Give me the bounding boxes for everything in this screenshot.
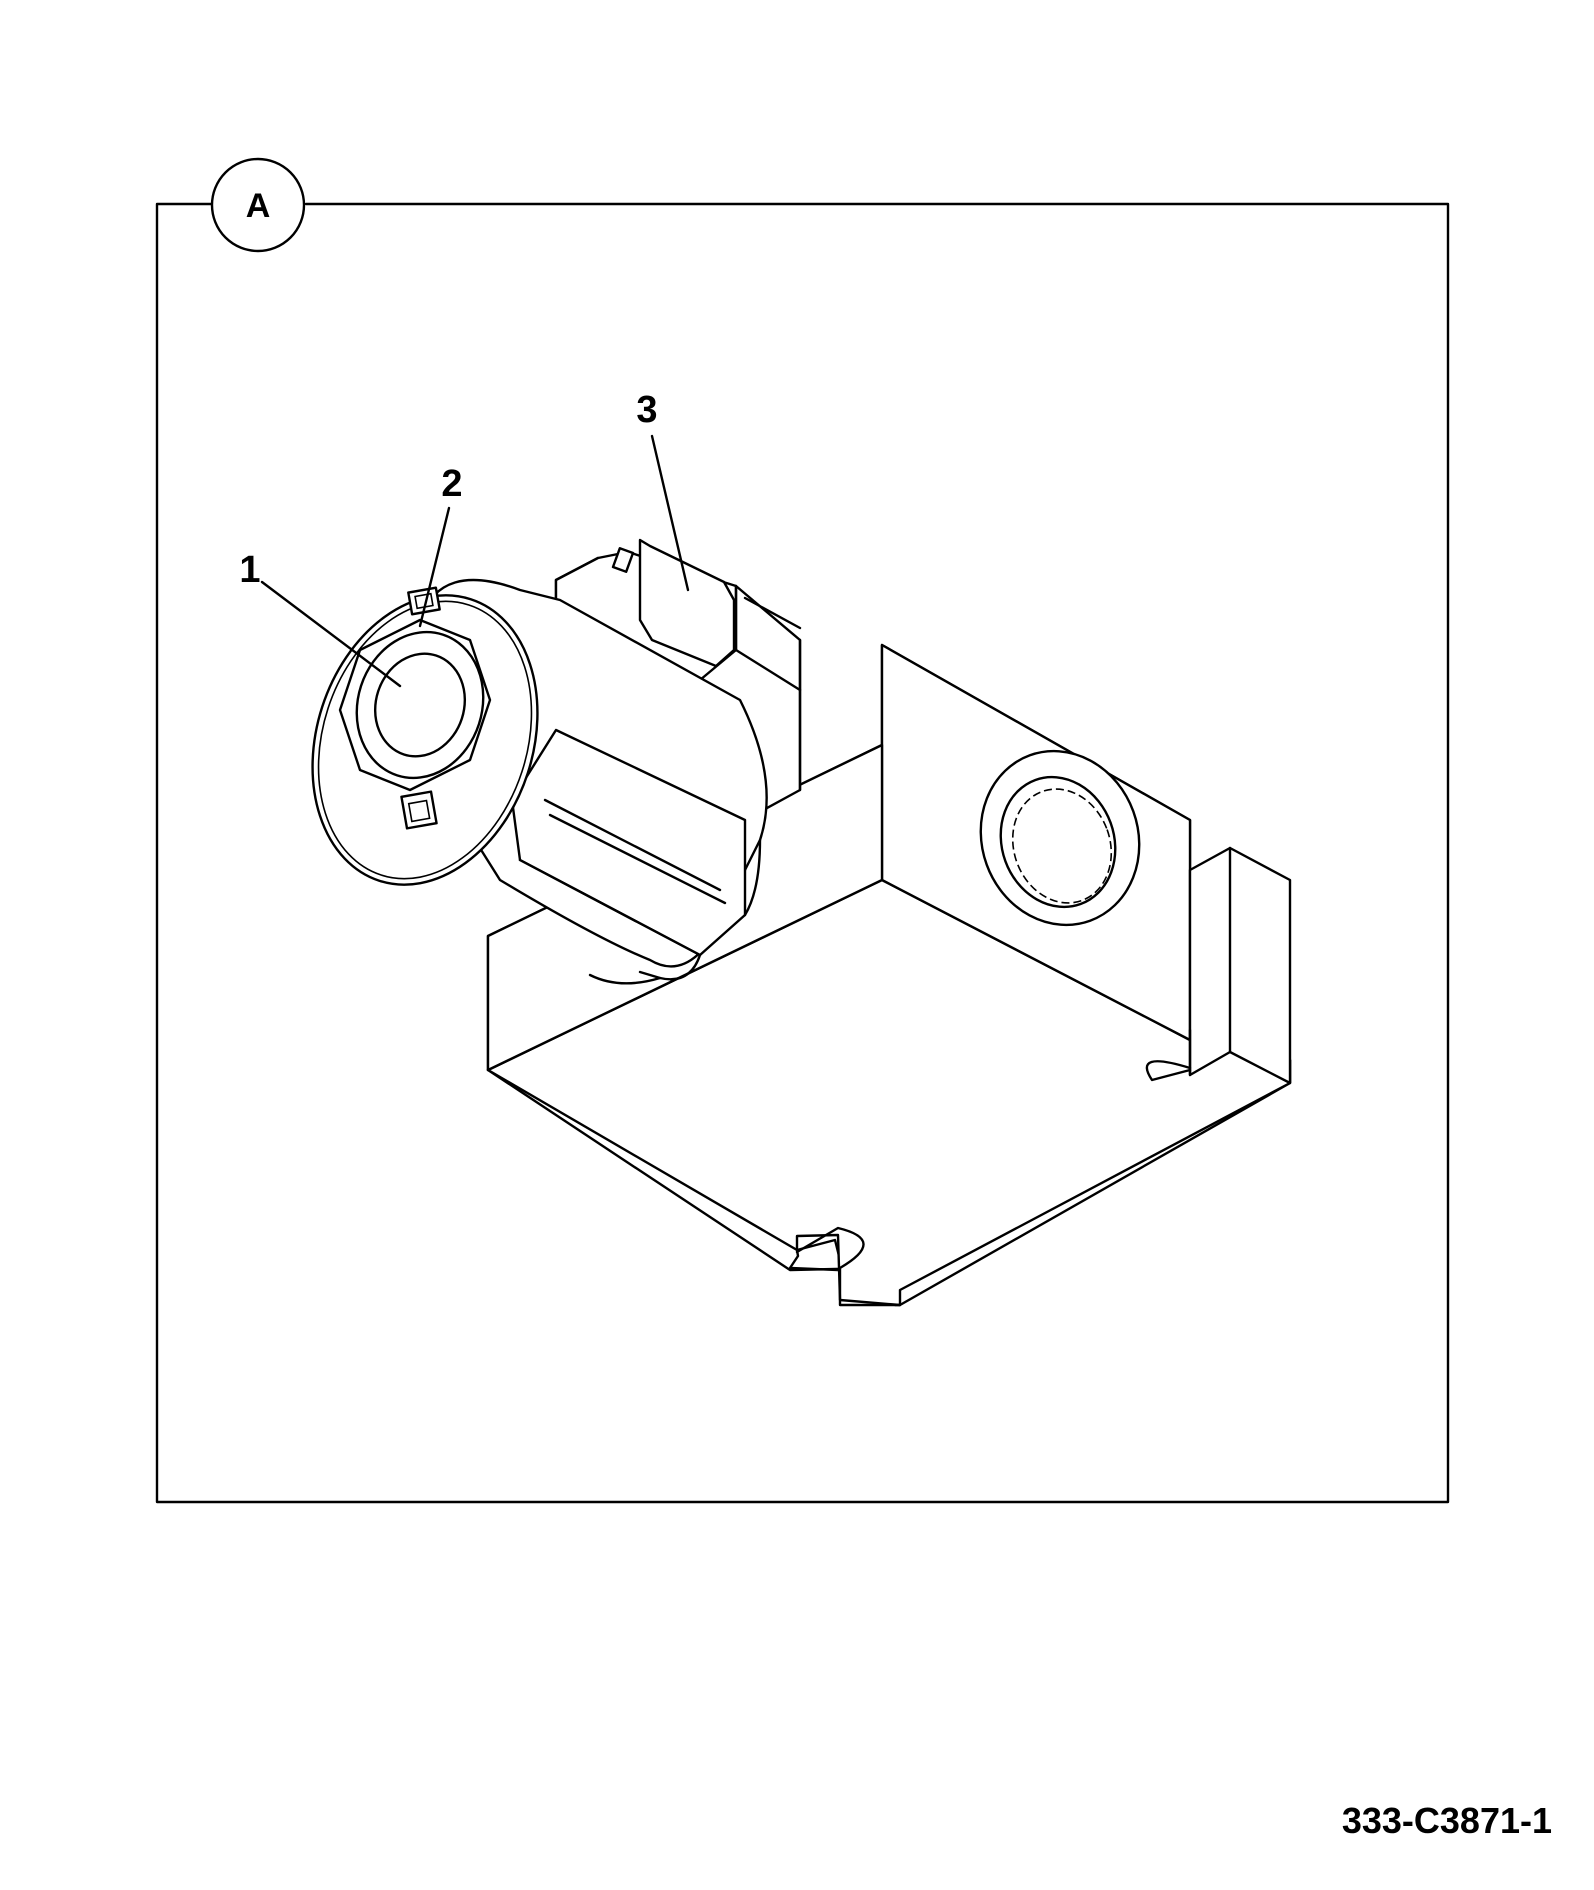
callout-3: 3	[636, 389, 657, 431]
upper-tab	[407, 586, 441, 616]
leader-2	[418, 506, 451, 628]
leader-1	[260, 580, 402, 688]
lower-tab	[400, 790, 438, 830]
callout-2: 2	[441, 463, 462, 505]
coil-end-face	[311, 586, 539, 886]
leader-lines	[260, 434, 690, 688]
document-number: 333-C3871-1	[1341, 1800, 1552, 1841]
plunger	[373, 652, 467, 758]
block-port	[979, 749, 1141, 927]
leader-3	[650, 434, 690, 592]
view-label: A	[246, 187, 271, 225]
callout-1: 1	[239, 549, 260, 591]
view-frame: A	[155, 157, 1450, 1504]
view-label-circle	[210, 157, 306, 253]
